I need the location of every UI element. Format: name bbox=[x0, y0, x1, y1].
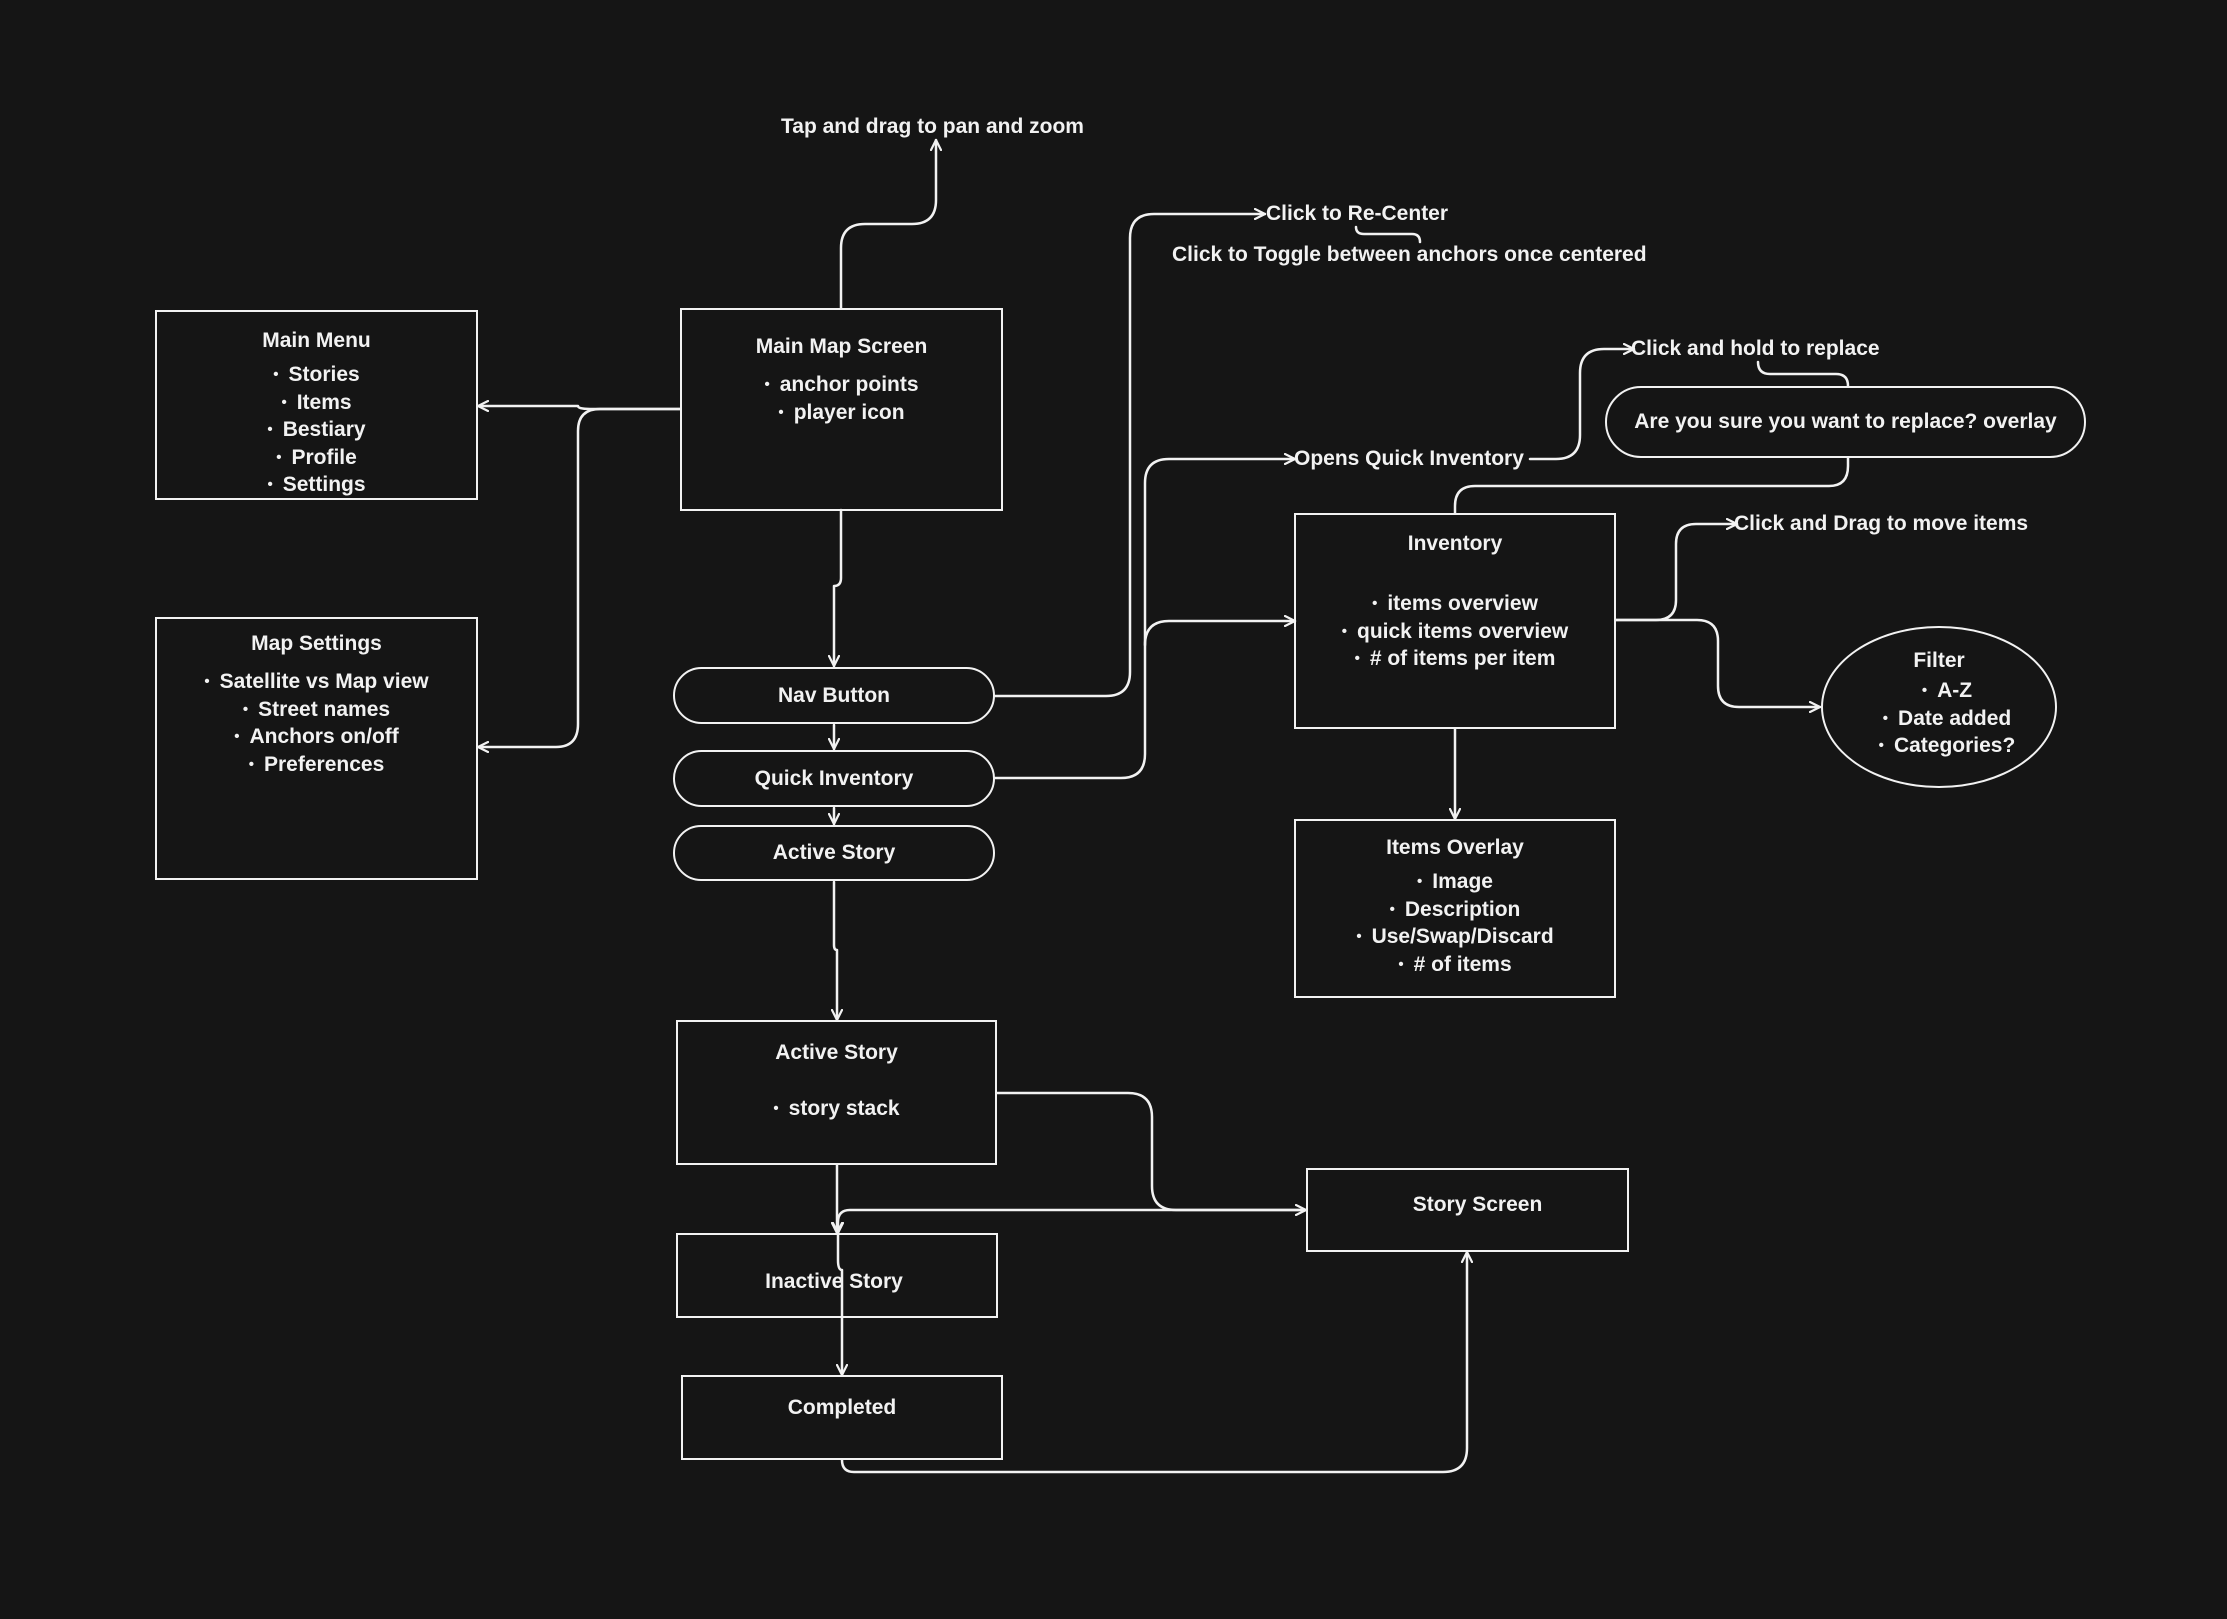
nav-button-label: Nav Button bbox=[778, 683, 890, 707]
list-item: anchor points bbox=[682, 372, 1001, 400]
list-item: player icon bbox=[682, 400, 1001, 428]
list-item: Street names bbox=[157, 697, 476, 725]
list-item: Categories? bbox=[1839, 733, 2055, 761]
connector-map-to-map-settings bbox=[476, 407, 682, 747]
list-item: Date added bbox=[1839, 706, 2055, 734]
filter-list: A-Z Date added Categories? bbox=[1823, 678, 2055, 761]
annotation-drag-to-move[interactable]: Click and Drag to move items bbox=[1734, 512, 2029, 535]
connector-active-story-to-story-screen bbox=[995, 1091, 1308, 1210]
connector-story-screen-to-inactive bbox=[838, 1208, 1308, 1235]
completed-node[interactable]: Completed bbox=[681, 1375, 1003, 1460]
list-item: story stack bbox=[678, 1096, 995, 1124]
list-item: # of items bbox=[1296, 952, 1614, 980]
list-item: Anchors on/off bbox=[157, 724, 476, 752]
list-item: Description bbox=[1296, 897, 1614, 925]
list-item: Bestiary bbox=[157, 417, 476, 445]
nav-button-node[interactable]: Nav Button bbox=[673, 667, 995, 724]
items-overlay-title: Items Overlay bbox=[1386, 836, 1524, 859]
active-story-title: Active Story bbox=[775, 1041, 898, 1064]
quick-inventory-label: Quick Inventory bbox=[754, 766, 914, 790]
replace-overlay-label: Are you sure you want to replace? overla… bbox=[1634, 410, 2057, 433]
connector-map-to-main-menu bbox=[476, 406, 682, 409]
inventory-title: Inventory bbox=[1407, 532, 1503, 555]
annotation-pan-zoom: Tap and drag to pan and zoom bbox=[781, 115, 1084, 138]
connector-label-to-hold-replace bbox=[1528, 349, 1636, 461]
connector-quick-inventory-to-label bbox=[993, 459, 1297, 780]
filter-title: Filter bbox=[1913, 649, 1965, 672]
connector-inventory-to-filter bbox=[1614, 618, 1822, 707]
main-menu-node[interactable]: Main Menu Stories Items Bestiary Profile… bbox=[155, 310, 478, 500]
active-story-pill-node[interactable]: Active Story bbox=[673, 825, 995, 881]
connector-quick-inventory-to-inventory bbox=[1143, 621, 1297, 647]
annotation-recenter[interactable]: Click to Re-Center bbox=[1266, 202, 1449, 225]
main-map-screen-node[interactable]: Main Map Screen anchor points player ico… bbox=[680, 308, 1003, 511]
main-menu-title: Main Menu bbox=[262, 329, 371, 352]
items-overlay-node[interactable]: Items Overlay Image Description Use/Swap… bbox=[1294, 819, 1616, 998]
items-overlay-list: Image Description Use/Swap/Discard # of … bbox=[1296, 869, 1614, 979]
story-screen-label: Story Screen bbox=[1412, 1193, 1543, 1216]
replace-overlay-node[interactable]: Are you sure you want to replace? overla… bbox=[1605, 386, 2086, 458]
connector-map-to-pan-zoom bbox=[839, 138, 936, 310]
list-item: Profile bbox=[157, 445, 476, 473]
quick-inventory-node[interactable]: Quick Inventory bbox=[673, 750, 995, 807]
main-menu-list: Stories Items Bestiary Profile Settings bbox=[157, 362, 476, 500]
annotation-hold-to-replace[interactable]: Click and hold to replace bbox=[1631, 337, 1880, 360]
map-settings-title: Map Settings bbox=[251, 632, 382, 655]
list-item: quick items overview bbox=[1296, 619, 1614, 647]
filter-node[interactable]: Filter A-Z Date added Categories? bbox=[1821, 626, 2057, 788]
list-item: Items bbox=[157, 390, 476, 418]
map-settings-list: Satellite vs Map view Street names Ancho… bbox=[157, 669, 476, 779]
connector-map-to-nav bbox=[834, 508, 843, 668]
connector-hold-replace-brace bbox=[1756, 360, 1850, 388]
list-item: # of items per item bbox=[1296, 646, 1614, 674]
inventory-list: items overview quick items overview # of… bbox=[1296, 591, 1614, 674]
active-story-node[interactable]: Active Story story stack bbox=[676, 1020, 997, 1165]
active-story-pill-label: Active Story bbox=[772, 841, 896, 864]
list-item: Use/Swap/Discard bbox=[1296, 924, 1614, 952]
inactive-story-label: Inactive Story bbox=[765, 1269, 903, 1293]
connector-nav-to-recenter bbox=[993, 214, 1267, 698]
list-item: Settings bbox=[157, 472, 476, 500]
annotation-opens-quick-inventory: Opens Quick Inventory bbox=[1294, 447, 1524, 470]
connector-inventory-to-drag-label bbox=[1614, 524, 1739, 622]
inactive-story-node[interactable]: Inactive Story bbox=[676, 1233, 998, 1318]
connector-inactive-to-completed bbox=[838, 1231, 842, 1377]
story-screen-node[interactable]: Story Screen bbox=[1306, 1168, 1629, 1252]
list-item: Satellite vs Map view bbox=[157, 669, 476, 697]
list-item: A-Z bbox=[1839, 678, 2055, 706]
completed-label: Completed bbox=[787, 1396, 897, 1419]
list-item: Stories bbox=[157, 362, 476, 390]
connector-completed-to-story-screen bbox=[840, 1250, 1467, 1474]
list-item: items overview bbox=[1296, 591, 1614, 619]
connector-recenter-brace bbox=[1354, 225, 1422, 244]
list-item: Image bbox=[1296, 869, 1614, 897]
main-map-screen-title: Main Map Screen bbox=[755, 335, 928, 358]
inventory-node[interactable]: Inventory items overview quick items ove… bbox=[1294, 513, 1616, 729]
main-map-screen-list: anchor points player icon bbox=[682, 372, 1001, 427]
map-settings-node[interactable]: Map Settings Satellite vs Map view Stree… bbox=[155, 617, 478, 880]
annotation-toggle-anchors: Click to Toggle between anchors once cen… bbox=[1172, 243, 1647, 266]
connector-active-story-pill-to-box bbox=[834, 880, 837, 1022]
list-item: Preferences bbox=[157, 752, 476, 780]
connector-inventory-to-replace-overlay bbox=[1453, 456, 1850, 515]
active-story-list: story stack bbox=[678, 1096, 995, 1124]
